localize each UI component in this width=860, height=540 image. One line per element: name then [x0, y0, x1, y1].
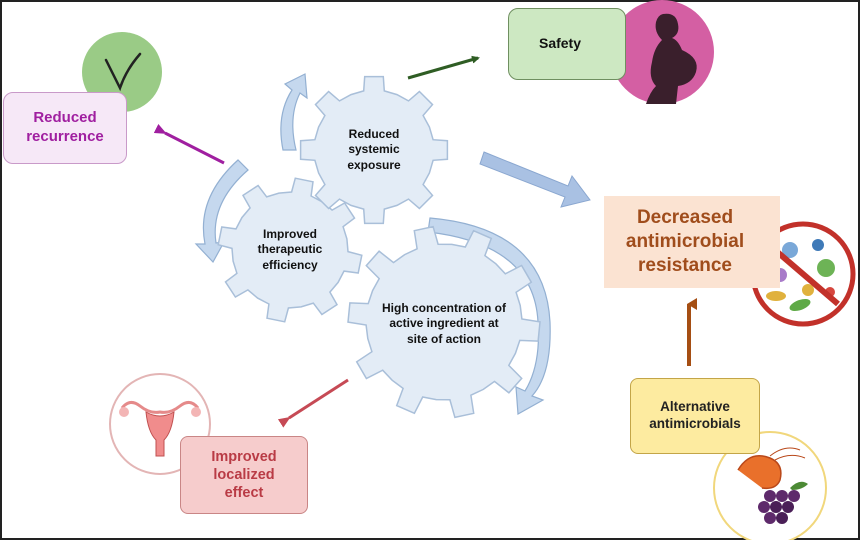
alternative-antimicrobials-label: Alternative antimicrobials — [649, 399, 741, 431]
safety-box: Safety — [508, 8, 626, 80]
big-arrow-to-resistance — [479, 151, 591, 208]
reduced-recurrence-box: Reduced recurrence — [3, 92, 127, 164]
pregnant-woman-icon — [610, 0, 714, 104]
arrow-to-safety — [407, 55, 480, 80]
cycle-arrow-left — [194, 159, 249, 264]
gear-reduced-exposure-label: Reduced systemic exposure — [347, 126, 401, 172]
gear-reduced-exposure — [299, 75, 449, 225]
gear-concentration — [347, 225, 541, 419]
arrow-to-localized — [277, 378, 349, 428]
safety-label: Safety — [538, 35, 582, 52]
improved-localized-box: Improved localized effect — [180, 436, 308, 514]
decreased-resistance-box: Decreased antimicrobial resistance — [604, 196, 780, 288]
decreased-resistance-label: Decreased antimicrobial resistance — [625, 207, 745, 276]
arrow-to-recurrence — [153, 124, 225, 165]
gear-layer — [217, 75, 541, 419]
cycle-arrow-top — [280, 73, 308, 151]
gear-concentration-label: High concentration of active ingredient … — [382, 300, 506, 346]
gear-therapeutic — [217, 177, 363, 323]
reduced-recurrence-label: Reduced recurrence — [26, 109, 104, 145]
improved-localized-label: Improved localized effect — [211, 448, 277, 502]
alternative-antimicrobials-box: Alternative antimicrobials — [630, 378, 760, 454]
shrimp-grapes-icon — [713, 431, 827, 540]
gear-therapeutic-label: Improved therapeutic efficiency — [257, 226, 323, 272]
